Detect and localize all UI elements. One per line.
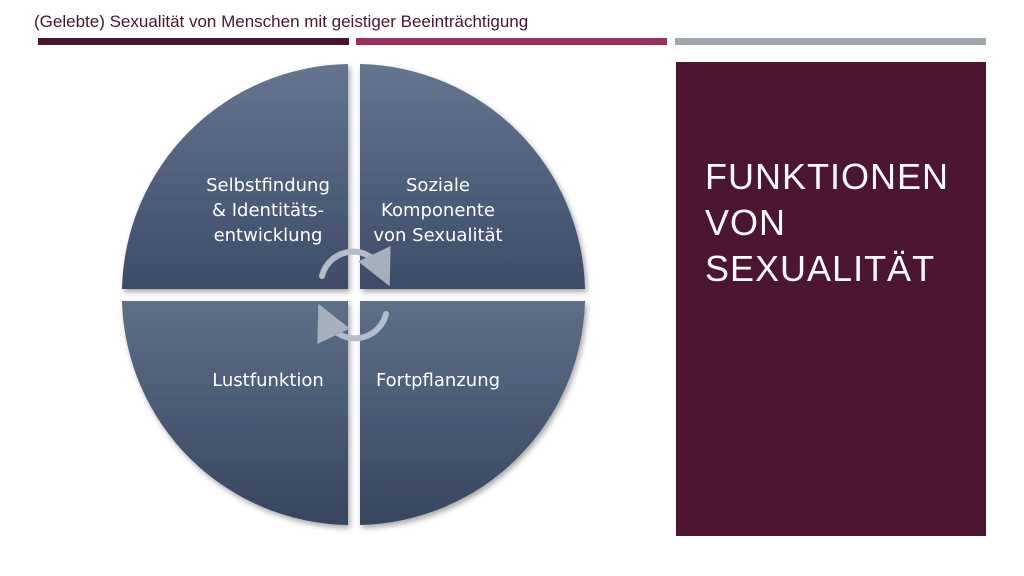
title-panel <box>676 62 986 536</box>
svg-text:Soziale: Soziale <box>406 175 470 196</box>
accent-bar-magenta <box>356 38 667 45</box>
functions-cycle-diagram: Selbstfindung & Identitäts- entwicklung … <box>122 64 585 525</box>
svg-text:Lustfunktion: Lustfunktion <box>212 370 324 391</box>
accent-bar-dark <box>38 38 349 45</box>
quadrant-label-bottom-left: Lustfunktion <box>212 370 324 391</box>
quadrant-top-right <box>360 64 585 289</box>
cycle-arrows-icon <box>317 246 391 344</box>
svg-text:& Identitäts-: & Identitäts- <box>212 200 324 221</box>
quadrant-label-bottom-right: Fortpflanzung <box>376 370 500 391</box>
title-line-2: VON <box>705 202 787 243</box>
svg-text:Fortpflanzung: Fortpflanzung <box>376 370 500 391</box>
title-line-1: FUNKTIONEN <box>705 156 949 197</box>
quadrant-label-top-right: Soziale Komponente von Sexualität <box>373 175 502 246</box>
quadrant-top-left <box>122 64 348 289</box>
accent-bar-gray <box>675 38 986 45</box>
quadrant-bottom-left <box>122 301 348 525</box>
header-title: (Gelebte) Sexualität von Menschen mit ge… <box>34 12 529 31</box>
svg-text:von Sexualität: von Sexualität <box>373 225 502 246</box>
title-line-3: SEXUALITÄT <box>705 248 936 289</box>
svg-text:entwicklung: entwicklung <box>214 225 323 246</box>
svg-text:Komponente: Komponente <box>381 200 495 221</box>
quadrant-label-top-left: Selbstfindung & Identitäts- entwicklung <box>206 175 330 246</box>
svg-text:Selbstfindung: Selbstfindung <box>206 175 330 196</box>
quadrant-bottom-right <box>360 301 585 525</box>
